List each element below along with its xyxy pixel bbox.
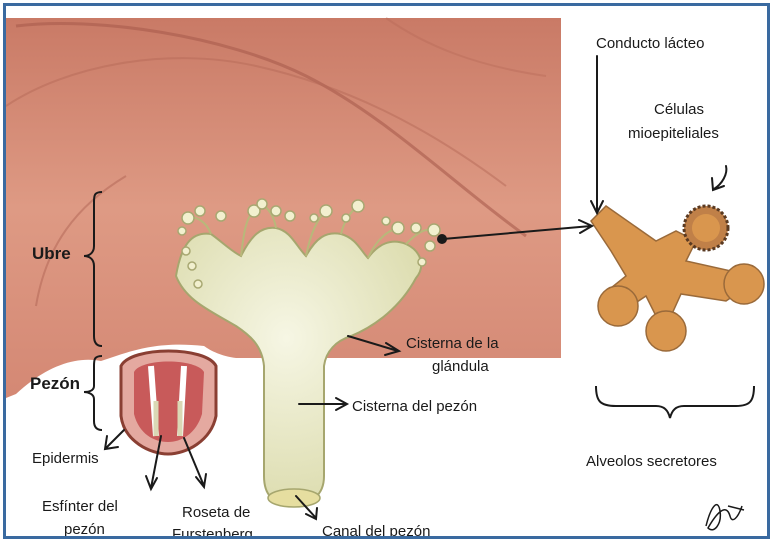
pezon-label: Pezón: [30, 374, 80, 393]
roseta-label-line2: Furstenberg: [172, 526, 253, 539]
celulas-label-line2: mioepiteliales: [628, 125, 719, 142]
cisterna-glandula-label-line1: Cisterna de la: [406, 335, 499, 352]
pezon-bracket: [84, 356, 102, 430]
conducto-arrow: [591, 56, 603, 213]
link-dot: [437, 234, 447, 244]
alveolos-bracket: [596, 386, 754, 418]
celulas-arrow: [712, 166, 726, 190]
cisterna-glandula-label-line2: glándula: [432, 358, 489, 375]
roseta-label-line1: Roseta de: [182, 504, 250, 521]
esfinter-label-line2: pezón: [64, 521, 105, 538]
canal-label: Canal del pezón: [322, 523, 430, 539]
teat-cross-section: [121, 351, 216, 454]
cisterna-pezon-label: Cisterna del pezón: [352, 398, 477, 415]
celulas-label-line1: Células: [654, 101, 704, 118]
epidermis-arrow: [105, 430, 124, 449]
udder-anatomy-diagram: Ubre Pezón Epidermis Esfínter del pezón …: [6, 6, 770, 539]
epidermis-label: Epidermis: [32, 450, 99, 467]
esfinter-label-line1: Esfínter del: [42, 498, 118, 515]
ubre-label: Ubre: [32, 244, 71, 263]
alveolos-label: Alveolos secretores: [586, 453, 717, 470]
conducto-label: Conducto lácteo: [596, 35, 704, 52]
alveolus-diagram: [591, 206, 764, 351]
diagram-frame: Ubre Pezón Epidermis Esfínter del pezón …: [3, 3, 770, 539]
signature-mark: [706, 505, 744, 530]
